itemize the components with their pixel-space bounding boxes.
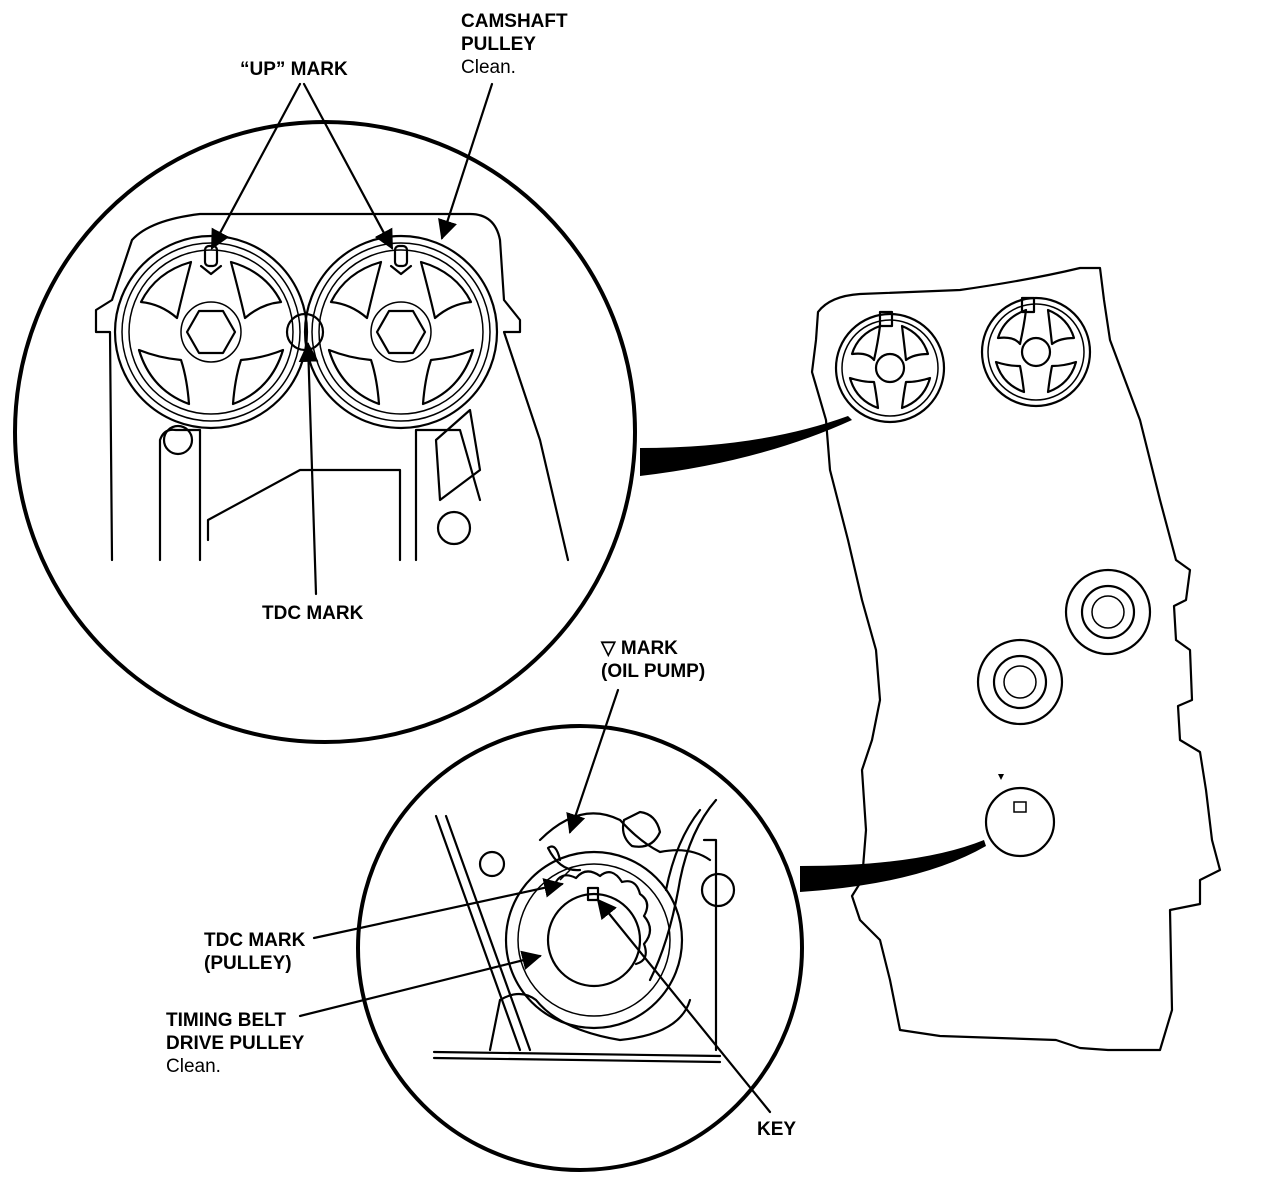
engine-block-icon — [810, 266, 1222, 1052]
camshaft-detail-view — [13, 120, 637, 744]
camshaft-pulley-right-icon — [303, 234, 499, 430]
tdc-mark-cam-label: TDC MARK — [262, 602, 363, 625]
oil-pump-mark-line2: (OIL PUMP) — [601, 661, 706, 682]
oil-pump-mark-label: ▽ MARK (OIL PUMP) — [601, 637, 705, 683]
camshaft-pulley-label: CAMSHAFT PULLEY Clean. — [461, 10, 568, 79]
timing-belt-note: Clean. — [166, 1056, 221, 1077]
oil-pump-mark-line1: ▽ MARK — [601, 638, 678, 659]
up-mark-label: “UP” MARK — [240, 58, 348, 81]
timing-belt-line2: DRIVE PULLEY — [166, 1033, 305, 1054]
key-text: KEY — [757, 1119, 797, 1140]
timing-belt-line1: TIMING BELT — [166, 1010, 286, 1031]
tdc-mark-pulley-line1: TDC MARK — [204, 930, 306, 951]
key-label: KEY — [757, 1118, 796, 1141]
connector-lower — [800, 840, 986, 892]
crank-pulley-icon — [504, 850, 684, 1030]
connector-upper — [640, 416, 852, 476]
tdc-mark-cam-text: TDC MARK — [262, 603, 364, 624]
tdc-mark-pulley-label: TDC MARK (PULLEY) — [204, 929, 305, 975]
timing-belt-drive-pulley-label: TIMING BELT DRIVE PULLEY Clean. — [166, 1009, 304, 1078]
arrow-icon — [210, 82, 772, 1114]
up-mark-text: “UP” MARK — [240, 59, 348, 80]
camshaft-pulley-line2: PULLEY — [461, 34, 536, 55]
camshaft-pulley-line1: CAMSHAFT — [461, 11, 568, 32]
camshaft-pulley-left-icon — [113, 234, 309, 430]
camshaft-pulley-note: Clean. — [461, 57, 516, 78]
crank-detail-view — [356, 724, 804, 1172]
tdc-mark-pulley-line2: (PULLEY) — [204, 953, 292, 974]
